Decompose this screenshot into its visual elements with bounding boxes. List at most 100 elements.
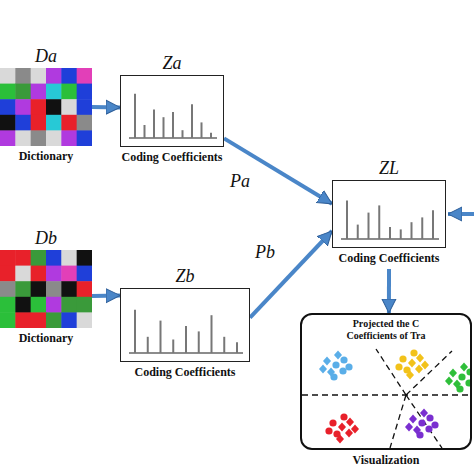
dictionary-atom [77,130,92,146]
dictionary-atom [77,266,92,282]
dictionary-atom [0,130,16,146]
dictionary-atom [46,281,62,297]
dictionary-atom [31,115,47,131]
sample-point [425,425,432,432]
dictionary-atom [0,84,16,100]
flow-arrow [92,293,120,298]
flow-arrow [224,138,332,203]
dictionary-atom [61,281,77,297]
coefficient-bar [211,315,213,353]
sample-point [409,415,417,424]
coefficient-bar [134,94,136,138]
dictionary-atom [46,250,62,266]
node-shape [120,75,224,147]
sample-point [458,373,465,380]
dictionary-image [0,250,92,328]
dictionary-atom [0,99,16,115]
sample-point [456,385,463,392]
dictionary-atom [46,266,62,282]
coefficient-bar [147,337,149,353]
symbol-label: Db [35,226,57,250]
coefficient-chart [121,289,249,361]
node-shape [0,250,92,328]
node-shape [332,180,446,248]
coefficient-bar [144,125,146,138]
dictionary-atom [61,130,77,146]
boundary-line [406,395,442,448]
dictionary-atom [46,312,62,328]
dictionary-atom [46,297,62,313]
coefficient-bar [210,133,212,138]
dictionary-atom [31,297,47,313]
sample-point [319,365,327,374]
coefficient-bar [182,130,184,138]
node-shape [0,68,92,146]
dictionary-atom [15,281,31,297]
dictionary-atom [77,84,92,100]
coefficient-bar [198,331,200,353]
boundary-line [390,395,406,448]
coefficient-chart [121,76,223,146]
dictionary-atom [61,84,77,100]
node-shape: Projected the C Coefficients of Tra [300,313,472,450]
dictionary-atom [46,115,62,131]
sample-point [334,351,342,360]
sample-point [395,363,402,370]
coefficient-bar [172,112,174,138]
dictionary-atom [15,130,31,146]
dictionary-atom [77,68,92,84]
coefficient-bar [421,217,423,239]
sample-point [332,361,339,368]
caption-text: Coding Coefficients [339,250,440,266]
sample-point [340,356,347,363]
dictionary-atom [15,266,31,282]
caption-text: Dictionary [19,330,74,346]
caption-text: Visualization [353,452,420,468]
coefficient-bar [400,229,402,239]
sample-point [405,423,413,432]
dictionary-node: DbDictionary [0,226,92,346]
sample-point [426,414,433,421]
dictionary-atom [31,250,47,266]
sample-point [325,427,332,434]
sample-point [449,369,457,378]
coefficient-bar [185,326,187,353]
dictionary-atom [61,266,77,282]
coefficient-bar [389,227,391,239]
sample-point [399,355,406,362]
dictionary-atom [61,99,77,115]
sample-point [336,435,344,444]
boundary-line [406,351,452,395]
coefficient-chart [333,181,445,247]
sample-point [329,419,336,426]
caption-text: Coding Coefficients [122,149,223,165]
coefficient-bar [346,201,348,239]
coefficient-bar [378,205,380,239]
panel-heading: Projected the C Coefficients of Tra [331,318,441,342]
dictionary-atom [61,312,77,328]
sample-point [418,419,425,426]
flow-arrow [250,231,332,318]
sample-point [421,361,429,370]
dictionary-node: DaDictionary [0,44,92,164]
dictionary-atom [0,281,16,297]
dictionary-atom [61,250,77,266]
dictionary-atom [0,312,16,328]
dictionary-atom [31,99,47,115]
projection-label: Pb [253,242,277,262]
coefficient-bar [160,321,162,353]
sample-point [466,368,470,375]
sample-point [445,377,453,386]
dictionary-atom [77,281,92,297]
coefficient-bar [153,109,155,138]
sample-point [420,409,428,418]
dictionary-atom [0,250,16,266]
dictionary-atom [0,115,16,131]
caption-text: Coding Coefficients [135,364,236,380]
dictionary-atom [46,68,62,84]
coefficient-box: ZaCoding Coefficients [120,51,224,165]
sample-point [346,418,354,427]
coefficient-bar [368,213,370,239]
coefficient-bar [191,104,193,138]
sample-point [408,359,416,368]
